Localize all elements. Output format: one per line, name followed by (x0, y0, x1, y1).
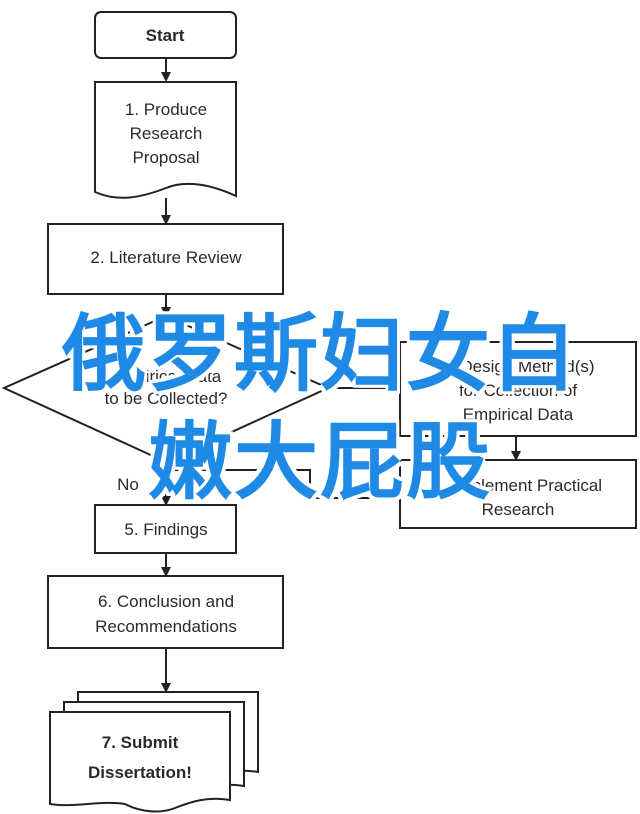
decision-diamond (1, 314, 331, 464)
step4-process (399, 459, 637, 529)
decision-label-line1: Empirical Data (111, 367, 222, 386)
step1-document (94, 81, 237, 199)
step2-label: 2. Literature Review (90, 248, 242, 267)
step1-label-line2: Research (130, 124, 203, 143)
step4-label-line2: Research (482, 500, 555, 519)
step6-label-line1: 6. Conclusion and (98, 592, 234, 611)
step7-label-line1: 7. Submit (102, 733, 179, 752)
start-label: Start (146, 26, 185, 45)
step6-process (47, 575, 284, 649)
step6-label-line2: Recommendations (95, 617, 237, 636)
step5-process (94, 504, 237, 554)
step3-label-line2: for Collection of (459, 381, 577, 400)
overlay-text-line2: 嫩大屁股 (147, 413, 492, 511)
step2-process (47, 223, 284, 295)
step3-process (399, 341, 637, 437)
step1-label-line1: 1. Produce (125, 100, 207, 119)
step7-label-line2: Dissertation! (88, 763, 192, 782)
step3-label-line3: Empirical Data (463, 405, 574, 424)
step3-label-line1: 3. Design Method(s) (441, 357, 594, 376)
step5-label: 5. Findings (124, 520, 207, 539)
step1-label-line3: Proposal (132, 148, 199, 167)
decision-no-label: No (117, 475, 139, 494)
start-terminal (94, 11, 237, 59)
step7-document-front (49, 711, 231, 813)
decision-label-line2: to be Collected? (105, 389, 228, 408)
overlay-text-line1: 俄罗斯妇女白 (61, 305, 578, 403)
step4-label-line1: 4. Implement Practical (434, 476, 602, 495)
connector-step4-to-step5 (170, 469, 400, 499)
